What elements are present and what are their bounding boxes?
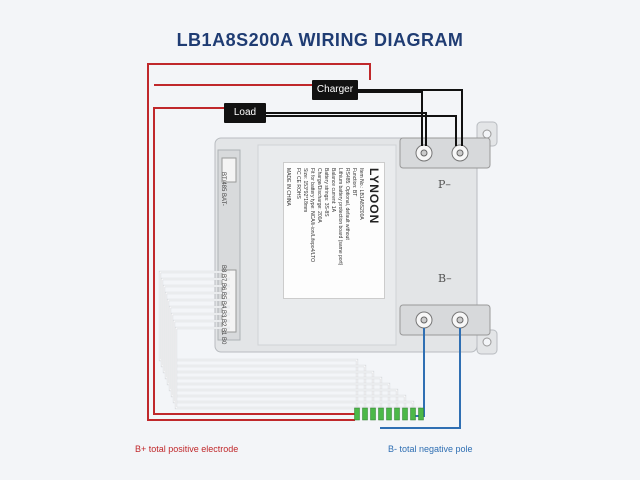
connector-text-balance: B8 B7 B6 B5 B4 B3 B2 B1 B0 bbox=[220, 265, 226, 345]
balance-terminal bbox=[386, 407, 392, 421]
b-minus-label: B– bbox=[438, 272, 452, 285]
b-minus-caption: B- total negative pole bbox=[388, 444, 473, 454]
balance-wires bbox=[158, 270, 421, 410]
spec-line: Function: BT bbox=[351, 168, 357, 197]
spec-line: Charge/Discharge: 200A bbox=[316, 168, 322, 223]
load-wire-right bbox=[266, 115, 457, 146]
bt-connector bbox=[221, 157, 237, 183]
spec-line: FC CE ROHS bbox=[295, 168, 301, 199]
diagram-title: LB1A8S200A WIRING DIAGRAM bbox=[176, 30, 464, 50]
balance-wire bbox=[161, 278, 366, 408]
negative-wire-right bbox=[380, 328, 461, 429]
balance-terminal bbox=[354, 407, 360, 421]
load-label: Load bbox=[224, 103, 266, 123]
balance-wire bbox=[159, 271, 358, 408]
balance-wire bbox=[175, 327, 421, 409]
load-wire-left bbox=[266, 112, 427, 146]
mount-hole-top bbox=[482, 129, 492, 139]
b-minus-bolt-right-center bbox=[456, 316, 464, 324]
charger-label: Charger bbox=[312, 80, 358, 100]
p-minus-bolt-left-center bbox=[420, 149, 428, 157]
p-minus-bolt-right-center bbox=[456, 149, 464, 157]
balance-terminal bbox=[394, 407, 400, 421]
b-minus-terminal-block bbox=[399, 304, 491, 336]
brand-name: LYNOON bbox=[367, 168, 381, 225]
balance-wire bbox=[171, 313, 406, 408]
spec-line: Lithium battery protection board (same p… bbox=[337, 168, 343, 266]
b-minus-bolt-left-center bbox=[420, 316, 428, 324]
balance-terminal bbox=[402, 407, 408, 421]
spec-line: Battery strings: 3S-8S bbox=[323, 168, 329, 217]
negative-wire-left bbox=[414, 328, 425, 417]
charger-wire-right bbox=[358, 89, 463, 146]
balance-wire bbox=[167, 299, 390, 408]
spec-line: Fit for battery type: NCA/li-ion/Lifepo4… bbox=[309, 168, 315, 263]
spec-line: Item No.: LB1A8S200A bbox=[358, 168, 364, 220]
spec-line: Size: 153*92*18mm bbox=[302, 168, 308, 213]
connector-text-bt: BT/485 BAT- bbox=[220, 172, 226, 206]
balance-terminal bbox=[370, 407, 376, 421]
mount-hole-bottom bbox=[482, 337, 492, 347]
made-in-label: MADE IN CHINA bbox=[285, 168, 291, 206]
spec-line: Balance current: 1A bbox=[330, 168, 336, 212]
balance-terminal bbox=[410, 407, 416, 421]
b-plus-caption: B+ total positive electrode bbox=[135, 444, 239, 454]
balance-terminal bbox=[378, 407, 384, 421]
positive-wire bbox=[147, 63, 371, 421]
p-minus-label: P– bbox=[438, 178, 451, 191]
spec-line: RS485: Optional, default without bbox=[344, 168, 350, 240]
balance-wire bbox=[173, 320, 414, 408]
balance-terminals bbox=[354, 407, 424, 421]
balance-terminal bbox=[362, 407, 368, 421]
balance-wire bbox=[165, 292, 382, 408]
positive-wire-load bbox=[153, 107, 355, 415]
p-minus-terminal-block bbox=[399, 137, 491, 169]
balance-terminal bbox=[418, 407, 424, 421]
